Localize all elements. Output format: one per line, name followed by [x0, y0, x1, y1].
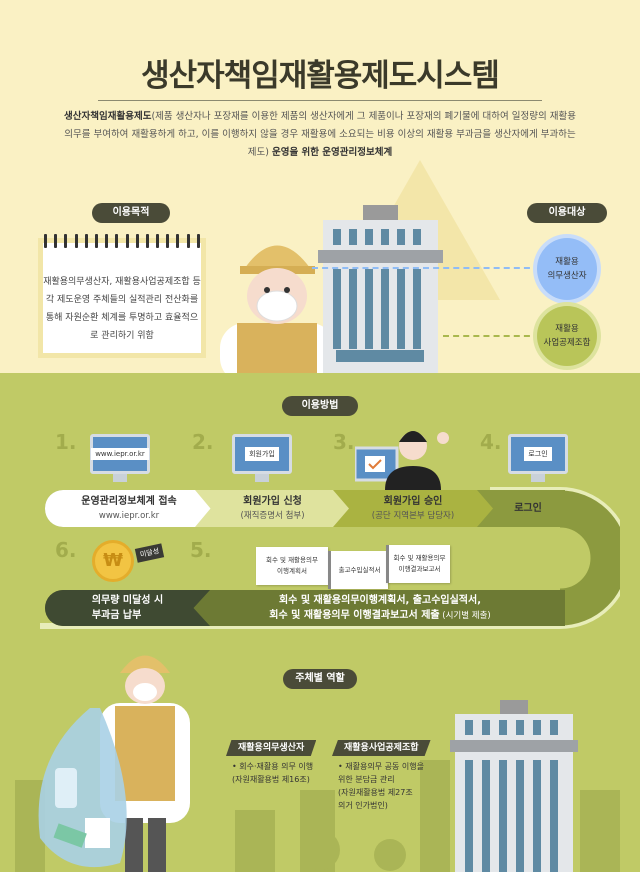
step-5-note: (시기별 제출): [439, 610, 491, 621]
step-5-line: 회수 및 재활용의무 이행결과보고서 제출: [269, 609, 440, 621]
worker-with-bag-illustration: [38, 655, 190, 872]
role-line: • 재활용의무 공동 이행을: [338, 762, 424, 771]
building-illustration: [318, 205, 443, 373]
screen-text: 회원가입: [245, 447, 279, 461]
step-sub: (공단 지역본부 담당자): [371, 510, 455, 521]
description: 생산자책임재활용제도(제품 생산자나 포장재를 이용한 제품의 생산자에게 그 …: [60, 108, 580, 162]
role-producer-title: 재활용의무생산자: [226, 740, 317, 756]
step-1: 운영관리정보체계 접속 www.iepr.or.kr: [45, 490, 213, 527]
building-illustration: [450, 700, 578, 872]
step-title: 회원가입 승인: [383, 495, 443, 507]
approver-illustration: [355, 431, 449, 490]
step-number: 6.: [55, 538, 77, 562]
notebook-rings: [44, 234, 200, 250]
step-sub: www.iepr.or.kr: [98, 510, 160, 521]
step-4: 로그인: [478, 490, 578, 527]
screen-text: www.iepr.or.kr: [91, 448, 149, 460]
purpose-note: 재활용의무생산자, 재활용사업공제조합 등 각 제도운영 주체들의 실적관리 전…: [38, 238, 206, 358]
role-line: 위한 분담금 관리: [338, 775, 395, 784]
role-line: 의거 인가법인): [338, 801, 388, 810]
roles-label: 주체별 역할: [283, 669, 357, 689]
target-union: 재활용 사업공제조합: [537, 306, 597, 366]
step-3: 회원가입 승인 (공단 지역본부 담당자): [333, 490, 493, 527]
role-line: • 회수·재활용 의무 이행: [232, 762, 314, 771]
role-line: (자원재활용법 제16조): [232, 775, 310, 784]
purpose-label: 이용목적: [92, 203, 170, 223]
step-6: 의무량 미달성 시 부과금 납부: [45, 590, 210, 626]
connector-line: [312, 267, 540, 269]
step-title: 운영관리정보체계 접속: [81, 495, 177, 507]
step-number: 3.: [333, 430, 355, 454]
monitor-icon: www.iepr.or.kr: [90, 434, 150, 482]
monitor-icon: 로그인: [508, 434, 568, 482]
doc-result: 회수 및 재활용의무 이행결과보고서: [386, 545, 450, 583]
doc-plan: 회수 및 재활용의무 이행계획서: [256, 547, 328, 585]
step-number: 1.: [55, 430, 77, 454]
step-5: 회수 및 재활용의무이행계획서, 출고수입실적서, 회수 및 재활용의무 이행결과…: [200, 590, 560, 626]
role-line: (자원재활용법 제27조: [338, 788, 413, 797]
worker-illustration: [220, 245, 335, 373]
step-2: 회원가입 신청 (재직증명서 첨부): [195, 490, 350, 527]
step-number: 5.: [190, 538, 212, 562]
desc-bold: 생산자책임재활용제도: [64, 111, 152, 122]
role-producer-desc: • 회수·재활용 의무 이행 (자원재활용법 제16조): [232, 760, 313, 786]
monitor-icon: 회원가입: [232, 434, 292, 482]
target-producer: 재활용 의무생산자: [537, 238, 597, 300]
target-label: 이용대상: [527, 203, 607, 223]
method-label: 이용방법: [282, 396, 358, 416]
step-5-line: 회수 및 재활용의무이행계획서, 출고수입실적서,: [278, 594, 482, 606]
connector-line: [443, 335, 540, 337]
role-union-title: 재활용사업공제조합: [332, 740, 431, 756]
divider: [98, 100, 542, 101]
doc-shipment: 출고수입실적서: [328, 551, 388, 589]
desc-bold: 운영을 위한 운영관리정보체계: [271, 147, 393, 158]
desc-body: (제품 생산자나 포장재를 이용한 제품의 생산자에게 그 제품이나 포장재의 …: [64, 111, 576, 158]
step-number: 2.: [192, 430, 214, 454]
process-path: [40, 487, 620, 629]
screen-text: 로그인: [524, 447, 552, 461]
step-sub: (재직증명서 첨부): [240, 510, 305, 521]
coin-icon: ₩: [92, 540, 134, 582]
step-title: 로그인: [514, 502, 542, 514]
step-title: 회원가입 신청: [243, 495, 302, 507]
page-title: 생산자책임재활용제도시스템: [141, 58, 500, 94]
step-number: 4.: [480, 430, 502, 454]
